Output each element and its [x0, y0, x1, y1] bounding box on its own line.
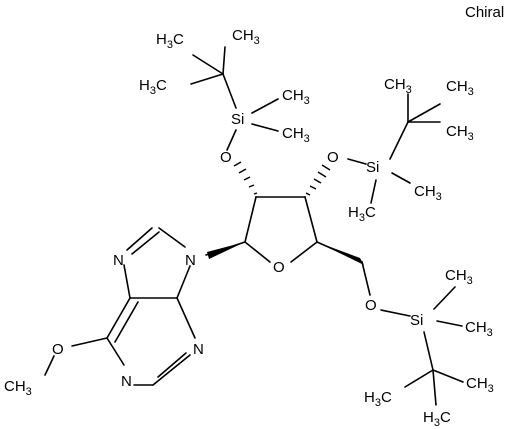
- methyl-label: CH3: [414, 183, 442, 203]
- bond-lines: [44, 46, 464, 406]
- methyl-label: CH3: [232, 27, 260, 47]
- atom-n3: N: [193, 341, 204, 358]
- methyl-label: CH3: [4, 378, 32, 398]
- wedge-bond-c4-c5: [317, 242, 364, 265]
- methyl-label: CH3: [445, 267, 473, 287]
- atom-n9: N: [185, 252, 196, 269]
- atom-o3: O: [327, 149, 339, 166]
- methyl-label: CH3: [282, 125, 310, 145]
- chiral-label: Chiral: [465, 4, 504, 21]
- hashed-bond-c2-o2: [233, 161, 258, 195]
- atom-si1: Si: [231, 111, 244, 128]
- methyl-label: CH3: [466, 375, 494, 395]
- methyl-label: CH3: [446, 123, 474, 143]
- atom-si3: Si: [410, 312, 423, 329]
- atom-o-ring: O: [273, 259, 285, 276]
- stereo-bonds: [207, 161, 364, 265]
- atom-n1: N: [121, 373, 132, 390]
- atom-o6: O: [52, 341, 64, 358]
- methyl-label: H3C: [156, 31, 184, 51]
- atom-o5: O: [365, 297, 377, 314]
- methyl-label: H3C: [364, 389, 392, 409]
- atom-n7: N: [113, 252, 124, 269]
- methyl-label: H3C: [139, 77, 167, 97]
- wedge-bond-c1-n9: [207, 242, 245, 259]
- hashed-bond-c3-o3: [305, 164, 331, 196]
- methyl-labels: H3C CH3 H3C CH3 CH3 CH3 CH3 CH3 H3C CH3 …: [4, 27, 494, 429]
- atom-si2: Si: [366, 159, 379, 176]
- atom-labels: Chiral O Si O Si O O Si N N N N O: [52, 4, 504, 390]
- methyl-label: H3C: [348, 204, 376, 224]
- atom-o2: O: [220, 149, 232, 166]
- methyl-label: CH3: [446, 78, 474, 98]
- methyl-label: CH3: [282, 87, 310, 107]
- methyl-label: H3C: [423, 409, 451, 429]
- methyl-label: CH3: [465, 319, 493, 339]
- methyl-label: CH3: [384, 76, 412, 96]
